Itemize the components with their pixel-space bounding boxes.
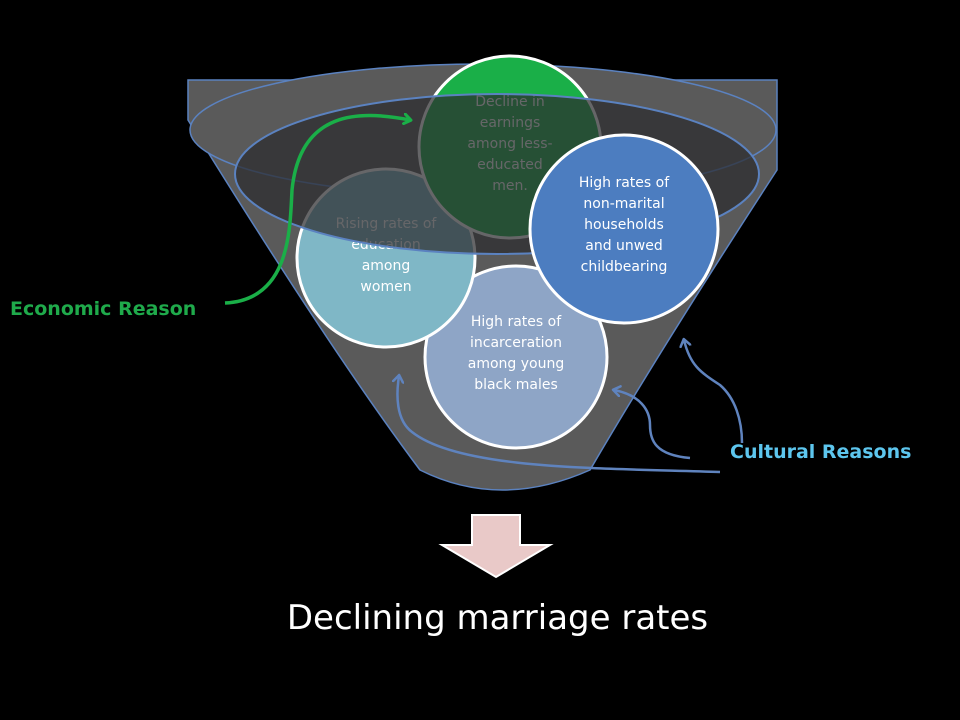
circle-nonmarital-line: childbearing bbox=[581, 259, 668, 275]
circle-nonmarital-line: and unwed bbox=[585, 238, 663, 254]
result-label: Declining marriage rates bbox=[286, 598, 709, 638]
circle-women-education-line: women bbox=[360, 279, 411, 295]
cultural-reasons-label: Cultural Reasons bbox=[730, 441, 912, 463]
circle-incarceration-shape bbox=[423, 264, 609, 450]
circle-nonmarital-line: households bbox=[584, 217, 664, 233]
circle-incarceration-line: among young bbox=[468, 356, 564, 372]
result-arrow bbox=[438, 514, 554, 579]
circle-nonmarital-line: High rates of bbox=[579, 175, 670, 191]
circle-nonmarital-text: High rates of non-marital households and un… bbox=[579, 175, 670, 275]
circle-incarceration-line: High rates of bbox=[471, 314, 562, 330]
circle-nonmarital-shape bbox=[528, 133, 720, 325]
economic-arrow bbox=[224, 115, 410, 305]
circle-incarceration: High rates of incarceration among young bla… bbox=[423, 264, 609, 450]
cultural-arrow-2 bbox=[614, 390, 691, 460]
circle-incarceration-text: High rates of incarceration among young bla… bbox=[468, 314, 564, 393]
economic-reason-label: Economic Reason bbox=[10, 298, 197, 320]
cultural-arrow-1 bbox=[397, 376, 721, 474]
circle-nonmarital-line: non-marital bbox=[583, 196, 664, 212]
circle-women-education-line: among bbox=[362, 258, 411, 274]
circle-nonmarital: High rates of non-marital households and un… bbox=[528, 133, 720, 325]
cultural-arrow-3 bbox=[684, 340, 744, 444]
circle-incarceration-line: black males bbox=[474, 377, 558, 393]
circle-incarceration-line: incarceration bbox=[470, 335, 562, 351]
